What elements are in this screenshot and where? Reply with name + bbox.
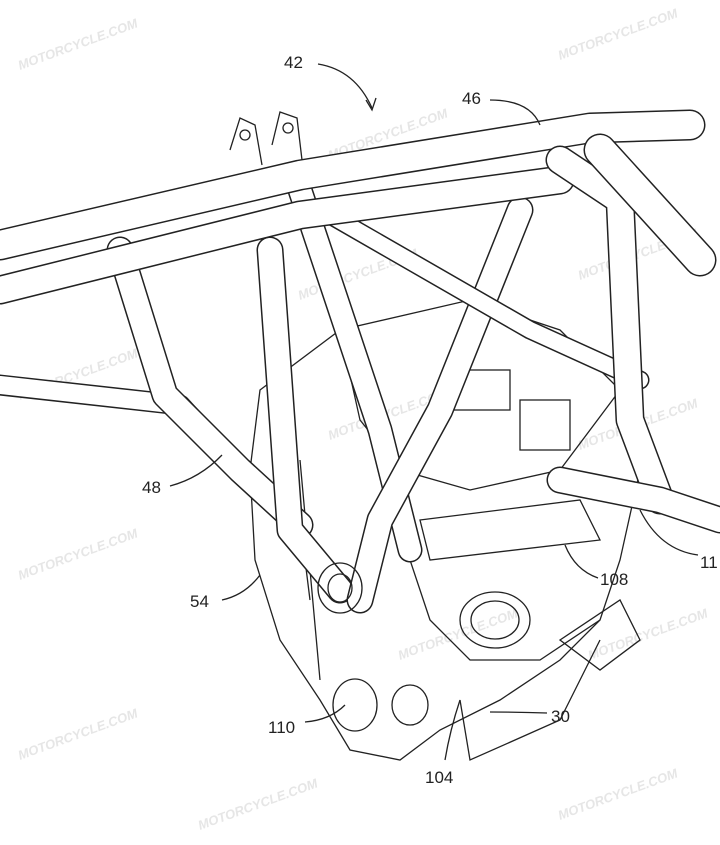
leader-lines (169, 63, 699, 761)
watermark-text: MOTORCYCLE.COM (16, 15, 141, 73)
label-110: 110 (268, 718, 295, 737)
frame-tube-fill (108, 238, 312, 537)
frame-tubes (0, 109, 720, 614)
engine-block (249, 299, 641, 761)
watermark-text: MOTORCYCLE.COM (396, 605, 521, 663)
label-104: 104 (425, 768, 453, 787)
frame-tube-fill (585, 135, 715, 275)
watermark-text: MOTORCYCLE.COM (196, 775, 321, 833)
label-30: 30 (551, 707, 570, 726)
label-54: 54 (190, 592, 209, 611)
watermark-text: MOTORCYCLE.COM (586, 605, 711, 663)
watermark-text: MOTORCYCLE.COM (556, 765, 681, 823)
frame-tube-fill (322, 207, 648, 388)
label-46: 46 (462, 89, 481, 108)
label-108: 108 (600, 570, 628, 589)
frame-tube-fill (0, 111, 704, 259)
watermark-text: MOTORCYCLE.COM (16, 525, 141, 583)
watermark-text: MOTORCYCLE.COM (556, 5, 681, 63)
label-42: 42 (284, 53, 303, 72)
frame-tube-fill (0, 167, 573, 303)
label-11: 11 (700, 553, 718, 572)
watermark-text: MOTORCYCLE.COM (16, 705, 141, 763)
frame-tube-fill (548, 468, 720, 532)
frame-tube-fill (258, 238, 352, 602)
reference-labels: 42 46 48 54 108 11 110 104 30 (142, 53, 718, 787)
label-48: 48 (142, 478, 161, 497)
mount-brackets (229, 111, 363, 614)
frame-tube-fill (547, 147, 673, 513)
